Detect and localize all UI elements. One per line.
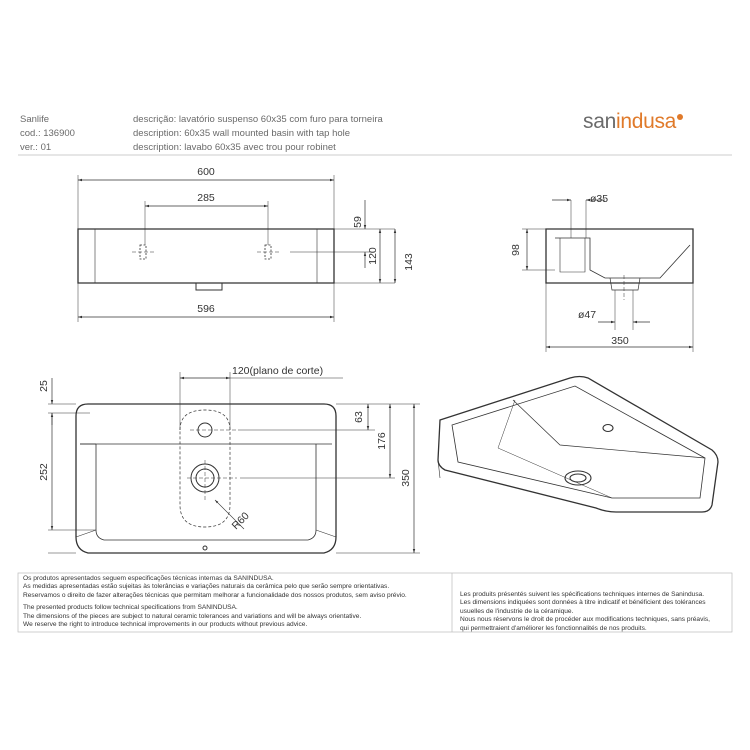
dim-drain-dia-label: ø47 [578,309,596,321]
dim-285-label: 285 [197,192,215,204]
dim-98-label: 98 [510,244,522,256]
footer-line: Reservamos o direito de fazer alterações… [23,591,407,599]
description-en: description: 60x35 wall mounted basin wi… [133,128,351,139]
radius-label: R60 [230,510,252,532]
product-code: cod.: 136900 [20,128,75,139]
footer-line: The presented products follow technical … [23,604,238,612]
brand-name: Sanlife [20,114,50,125]
footer-line: Os produtos apresentados seguem especifi… [23,575,274,582]
product-version: ver.: 01 [20,142,52,153]
footer-line: Les produits présentés suivent les spéci… [460,591,705,598]
top-view [48,372,420,554]
footer-line: The dimensions of the pieces are subject… [23,612,362,620]
front-view [77,175,397,322]
dim-tap-dia-label: ø35 [590,193,608,205]
logo-text-2: indusa [615,110,677,133]
footer-box [17,572,733,633]
dim-350-label: 350 [400,469,412,487]
dim-600-label: 600 [197,166,215,178]
footer-line: qui permettraient d'améliorer les foncti… [460,624,647,632]
description-pt: descrição: lavatório suspenso 60x35 com … [133,114,383,125]
footer-line: usuelles de l'industrie de la céramique. [460,607,574,615]
description-fr: description: lavabo 60x35 avec trou pour… [133,142,336,153]
footer-line: We reserve the right to introduce techni… [23,621,308,629]
dim-120-label: 120 [367,247,379,265]
dim-252-label: 252 [38,463,50,481]
logo-text-1: san [583,110,616,133]
footer-left-text: Os produtos apresentados seguem especifi… [23,575,407,629]
footer-line: Nous nous réservons le droit de procéder… [460,616,710,624]
dim-176-label: 176 [376,432,388,450]
dim-depth-350-label: 350 [611,335,629,347]
dim-25-label: 25 [38,380,50,392]
footer-right-text: Les produits présentés suivent les spéci… [460,591,710,633]
dim-59-label: 59 [352,216,364,228]
header-descriptions: descrição: lavatório suspenso 60x35 com … [133,113,383,155]
footer-line: As medidas apresentadas estão sujeitas à… [23,583,390,591]
perspective-view [437,375,719,513]
footer-line: Les dimensions indiquées sont données à … [460,599,706,607]
dim-596-label: 596 [197,303,215,315]
logo-dot-icon [677,114,684,120]
sanindusa-logo: sanindusa [583,110,684,134]
side-view [522,198,694,352]
dim-143-label: 143 [403,253,415,271]
dim-63-label: 63 [353,411,365,423]
header-left: Sanlife cod.: 136900 ver.: 01 [20,113,75,155]
cut-plane-label: 120(plano de corte) [232,365,323,377]
